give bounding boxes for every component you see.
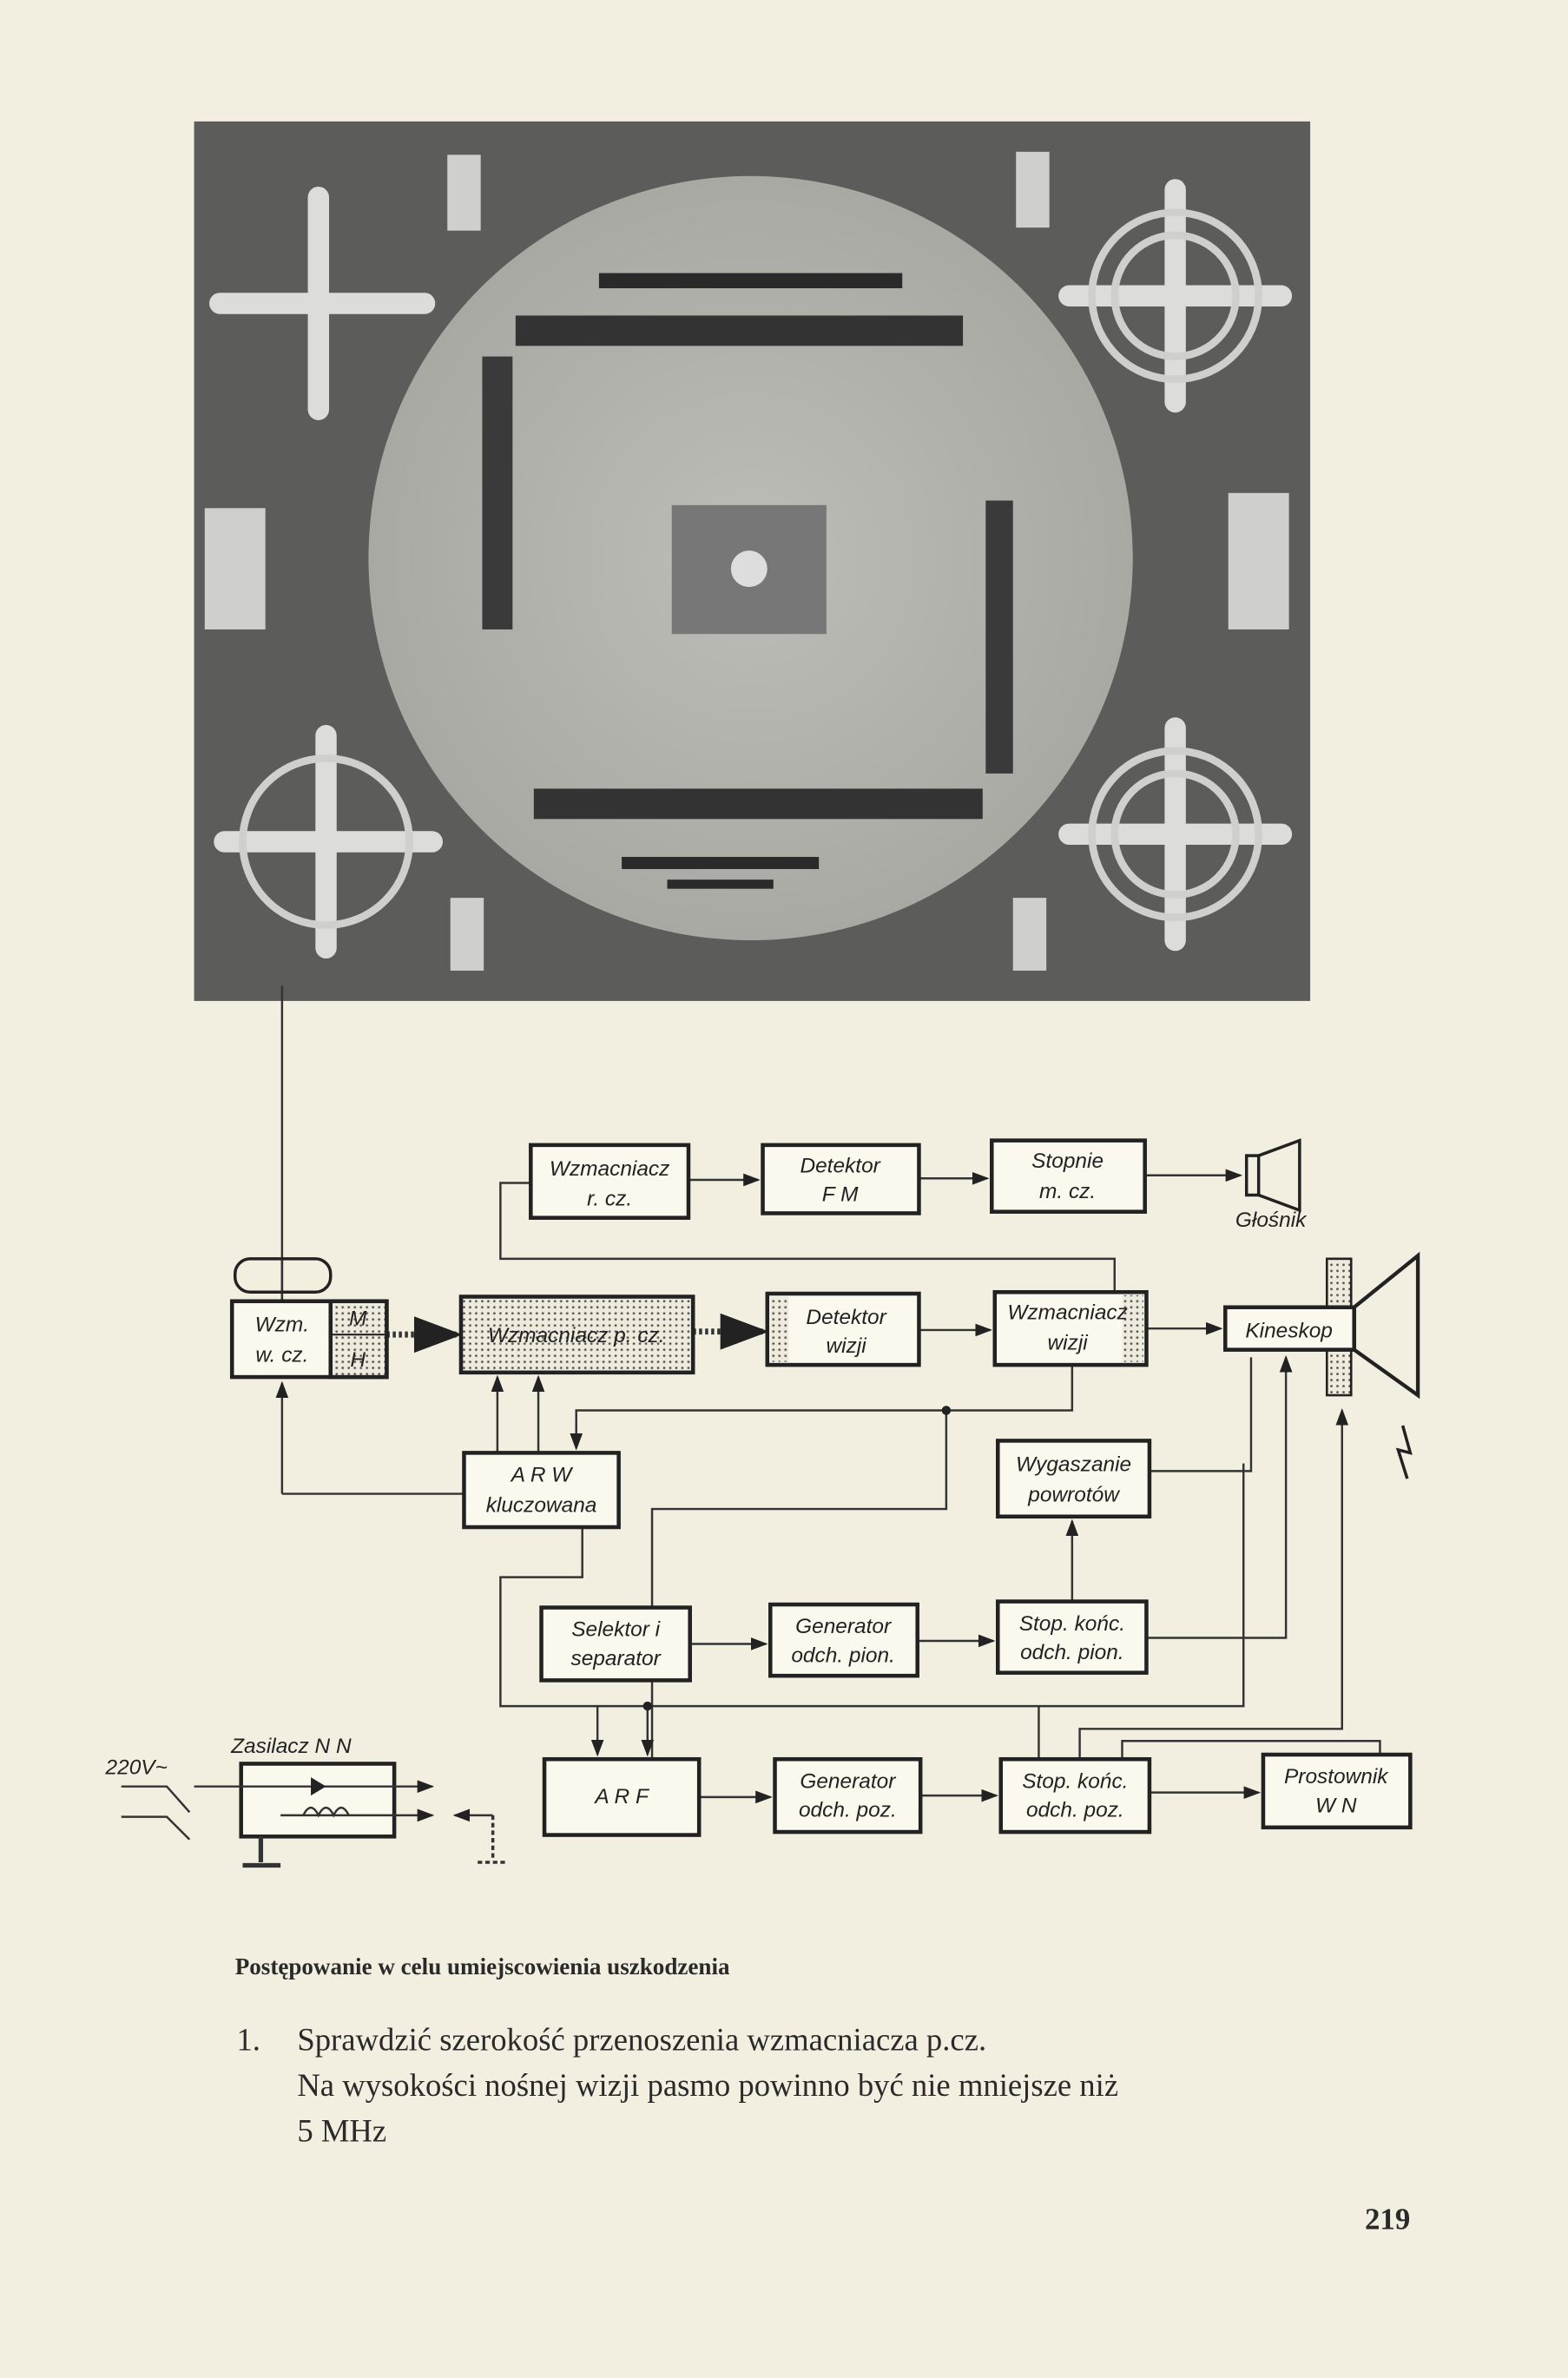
svg-text:H: H (350, 1348, 366, 1372)
block-wzm-rcz: Wzmacniacz r. cz. (529, 1143, 691, 1220)
svg-text:Stop. końc.: Stop. końc. (1019, 1612, 1125, 1636)
svg-text:Prostownik: Prostownik (1284, 1765, 1389, 1788)
svg-text:odch. poz.: odch. poz. (1026, 1799, 1124, 1822)
svg-text:Stopnie: Stopnie (1031, 1149, 1104, 1173)
block-stop-poz: Stop. końc. odch. poz. (998, 1756, 1152, 1835)
svg-text:A R W: A R W (510, 1464, 574, 1487)
section-heading: Postępowanie w celu umiejscowienia uszko… (235, 1953, 730, 1979)
block-detektor-fm: Detektor F M (761, 1143, 921, 1215)
block-stop-pion: Stop. końc. odch. pion. (996, 1599, 1149, 1675)
speaker-icon (1244, 1138, 1301, 1213)
block-detektor-wizji: Detektor wizji (765, 1291, 921, 1367)
block-wzm-pcz: Wzmacniacz p. cz. (458, 1294, 695, 1375)
antenna-icon (233, 1257, 333, 1294)
svg-text:powrotów: powrotów (1027, 1483, 1120, 1506)
block-gen-poz: Generator odch. poz. (773, 1756, 923, 1835)
svg-text:m. cz.: m. cz. (1039, 1180, 1096, 1203)
svg-text:Wzm.: Wzm. (255, 1314, 309, 1337)
svg-text:Wzmacniacz: Wzmacniacz (1007, 1301, 1128, 1325)
page-number: 219 (1365, 2203, 1410, 2236)
svg-text:Generator: Generator (795, 1615, 892, 1638)
svg-text:220V~: 220V~ (105, 1756, 168, 1780)
block-wzm-wcz: Wzm. w. cz. M H (229, 1299, 389, 1380)
block-stopnie-mcz: Stopnie m. cz. (990, 1138, 1147, 1214)
block-kineskop: Kineskop (1222, 1251, 1420, 1479)
block-wygaszanie: Wygaszanie powrotów (996, 1439, 1152, 1519)
block-prostownik: Prostownik W N (1261, 1752, 1413, 1830)
svg-text:Zasilacz N N: Zasilacz N N (230, 1735, 352, 1758)
block-wzm-wizji: Wzmacniacz wizji (992, 1289, 1149, 1367)
svg-text:Wzmacniacz: Wzmacniacz (550, 1157, 670, 1181)
svg-text:Kineskop: Kineskop (1245, 1320, 1333, 1343)
svg-text:Generator: Generator (800, 1769, 896, 1793)
svg-text:wizji: wizji (1048, 1332, 1089, 1355)
svg-text:Wzmacniacz p. cz.: Wzmacniacz p. cz. (488, 1324, 665, 1347)
block-gen-pion: Generator odch. pion. (768, 1602, 919, 1678)
svg-text:separator: separator (571, 1647, 662, 1670)
item-line-3: 5 MHz (297, 2112, 386, 2148)
svg-text:wizji: wizji (827, 1334, 867, 1358)
block-selektor: Selektor i separator (539, 1605, 692, 1683)
block-arf: A R F (542, 1756, 702, 1837)
svg-text:Stop. końc.: Stop. końc. (1022, 1769, 1128, 1793)
svg-text:Detektor: Detektor (800, 1154, 880, 1177)
svg-text:Wygaszanie: Wygaszanie (1016, 1452, 1131, 1476)
svg-text:odch. pion.: odch. pion. (791, 1644, 895, 1667)
svg-text:r. cz.: r. cz. (587, 1188, 632, 1211)
svg-text:Głośnik: Głośnik (1235, 1209, 1308, 1232)
svg-text:W N: W N (1315, 1794, 1357, 1817)
svg-text:F M: F M (822, 1182, 859, 1206)
block-zasilacz: Zasilacz N N 220V~ (105, 1735, 509, 1868)
svg-text:Selektor i: Selektor i (571, 1618, 660, 1642)
svg-text:odch. poz.: odch. poz. (799, 1799, 897, 1822)
item-line-1: Sprawdzić szerokość przenoszenia wzmacni… (297, 2022, 986, 2058)
block-diagram: Wzmacniacz r. cz. Detektor F M Stopnie m… (105, 985, 1420, 1868)
svg-text:A R F: A R F (593, 1785, 650, 1808)
svg-text:w. cz.: w. cz. (255, 1344, 308, 1367)
item-number: 1. (236, 2022, 260, 2058)
svg-text:odch. pion.: odch. pion. (1020, 1641, 1124, 1664)
svg-text:M: M (349, 1308, 367, 1331)
svg-text:Detektor: Detektor (806, 1306, 886, 1329)
block-arw: A R W kluczowana (462, 1451, 621, 1530)
svg-text:kluczowana: kluczowana (486, 1494, 597, 1518)
test-card-photo (194, 121, 1311, 1001)
item-line-2: Na wysokości nośnej wizji pasmo powinno … (297, 2067, 1118, 2103)
